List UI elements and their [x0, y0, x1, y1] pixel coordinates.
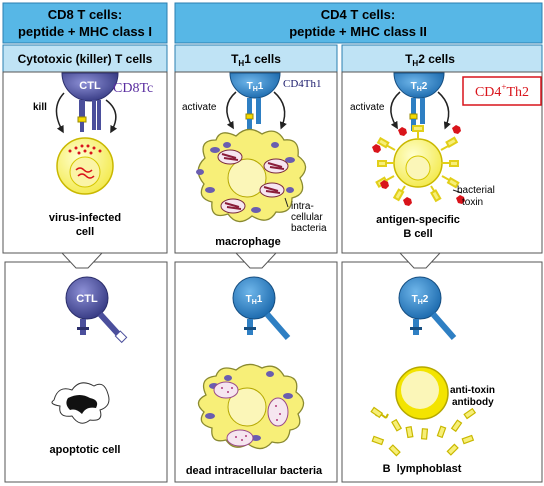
label-activate-th2: activate — [350, 102, 385, 113]
label-bacterial-toxin-2: toxin — [462, 197, 483, 208]
label-b-lymphoblast: B lymphoblast — [383, 463, 462, 475]
activate-arrow-th2-left — [390, 91, 401, 130]
subheader-ctl-label: Cytotoxic (killer) T cells — [18, 52, 153, 66]
ctl-cell-top: CTL — [61, 72, 119, 132]
cd8-header-line1: CD8 T cells: — [48, 7, 122, 22]
cd4-header: CD4 T cells: peptide + MHC class II — [174, 2, 543, 44]
th2-cell-bottom: TH2 — [398, 276, 457, 340]
label-antigen-specific-2: B cell — [403, 228, 432, 240]
subheader-th2: TH2 cells — [341, 44, 543, 73]
kill-arrow-left — [55, 92, 65, 134]
label-intra-1: intra- — [291, 201, 314, 212]
label-intra-3: bacteria — [291, 223, 327, 234]
annotation-cd8tc: CD8Tc — [113, 81, 153, 96]
cd4-header-line1: CD4 T cells: — [321, 7, 395, 22]
macrophage-dead-bacteria — [197, 363, 305, 450]
th1-cell-top: TH1 — [229, 72, 281, 131]
activate-arrow-th2-right — [437, 91, 451, 130]
connector-arrow-th2 — [398, 252, 442, 269]
kill-arrow-right — [105, 99, 118, 134]
label-kill: kill — [33, 102, 47, 113]
cd8-header: CD8 T cells: peptide + MHC class I — [2, 2, 168, 44]
ctl-label-top: CTL — [79, 80, 101, 92]
annotation-cd4th1: CD4Th1 — [283, 78, 322, 90]
label-antigen-specific-1: antigen-specific — [376, 214, 460, 226]
connector-arrow-ctl — [60, 252, 104, 269]
ctl-label-bottom: CTL — [76, 293, 98, 305]
label-activate-th1: activate — [182, 102, 217, 113]
virus-infected-cell — [56, 137, 114, 195]
dead-bacteria-vesicles — [213, 381, 289, 447]
connector-arrow-th1 — [234, 252, 278, 269]
intracellular-bacteria-top — [217, 149, 289, 214]
th1-cell-bottom: TH1 — [232, 276, 291, 340]
th2-cell-top: TH2 — [393, 72, 445, 131]
panel-th2-top — [341, 71, 543, 254]
label-dead-intracellular-bacteria: dead intracellular bacteria — [186, 465, 323, 477]
th1-label-top: TH1 — [247, 81, 264, 93]
th1-label-bottom: TH1 — [246, 294, 263, 306]
b-lymphoblast — [395, 366, 449, 420]
label-macrophage: macrophage — [215, 236, 280, 248]
panel-th2-bottom — [341, 261, 543, 483]
label-intra-2: cellular — [291, 212, 323, 223]
intra-pointer — [284, 197, 289, 208]
annotation-cd4th2: CD4+Th2 — [475, 82, 529, 100]
cd8-header-line2: peptide + MHC class I — [18, 24, 152, 39]
label-anti-toxin-1: anti-toxin — [450, 385, 495, 396]
subheader-th2-label: TH2 cells — [405, 52, 455, 68]
anti-toxin-antibodies — [370, 406, 477, 457]
subheader-th1: TH1 cells — [174, 44, 338, 73]
subheader-ctl: Cytotoxic (killer) T cells — [2, 44, 168, 73]
label-anti-toxin-2: antibody — [452, 397, 494, 408]
label-virus-infected-1: virus-infected — [49, 212, 121, 224]
toxin-pointer — [452, 189, 463, 194]
cd4-header-line2: peptide + MHC class II — [289, 24, 427, 39]
subheader-th1-label: TH1 cells — [231, 52, 281, 68]
th2-label-top: TH2 — [411, 81, 428, 93]
ctl-cell-bottom: CTL — [65, 276, 128, 344]
annotation-cd4th2-box: CD4+Th2 — [462, 76, 542, 106]
macrophage — [196, 128, 307, 223]
activate-arrow-th1-right — [273, 91, 287, 130]
label-apoptotic-cell: apoptotic cell — [50, 444, 121, 456]
apoptotic-cell — [51, 382, 110, 424]
th2-label-bottom: TH2 — [412, 294, 429, 306]
activate-arrow-th1-left — [226, 91, 237, 130]
label-bacterial-toxin-1: bacterial — [457, 185, 495, 196]
label-virus-infected-2: cell — [76, 226, 94, 238]
bacterial-toxin-molecules — [372, 125, 465, 206]
b-cell-top — [372, 125, 465, 206]
